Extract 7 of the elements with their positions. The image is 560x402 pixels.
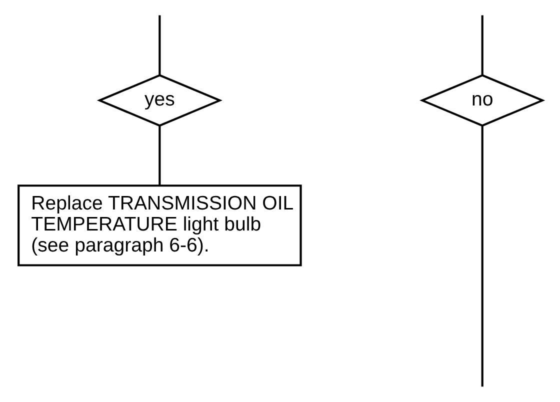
node-diamond: yes: [96, 74, 222, 127]
node-diamond: no: [419, 74, 545, 127]
connector: [480, 126, 483, 387]
node-box: Replace TRANSMISSION OIL TEMPERATURE light bulb (see paragraph 6-6).: [17, 184, 302, 266]
connector: [158, 15, 160, 75]
connector: [158, 126, 160, 186]
connector: [480, 15, 483, 75]
